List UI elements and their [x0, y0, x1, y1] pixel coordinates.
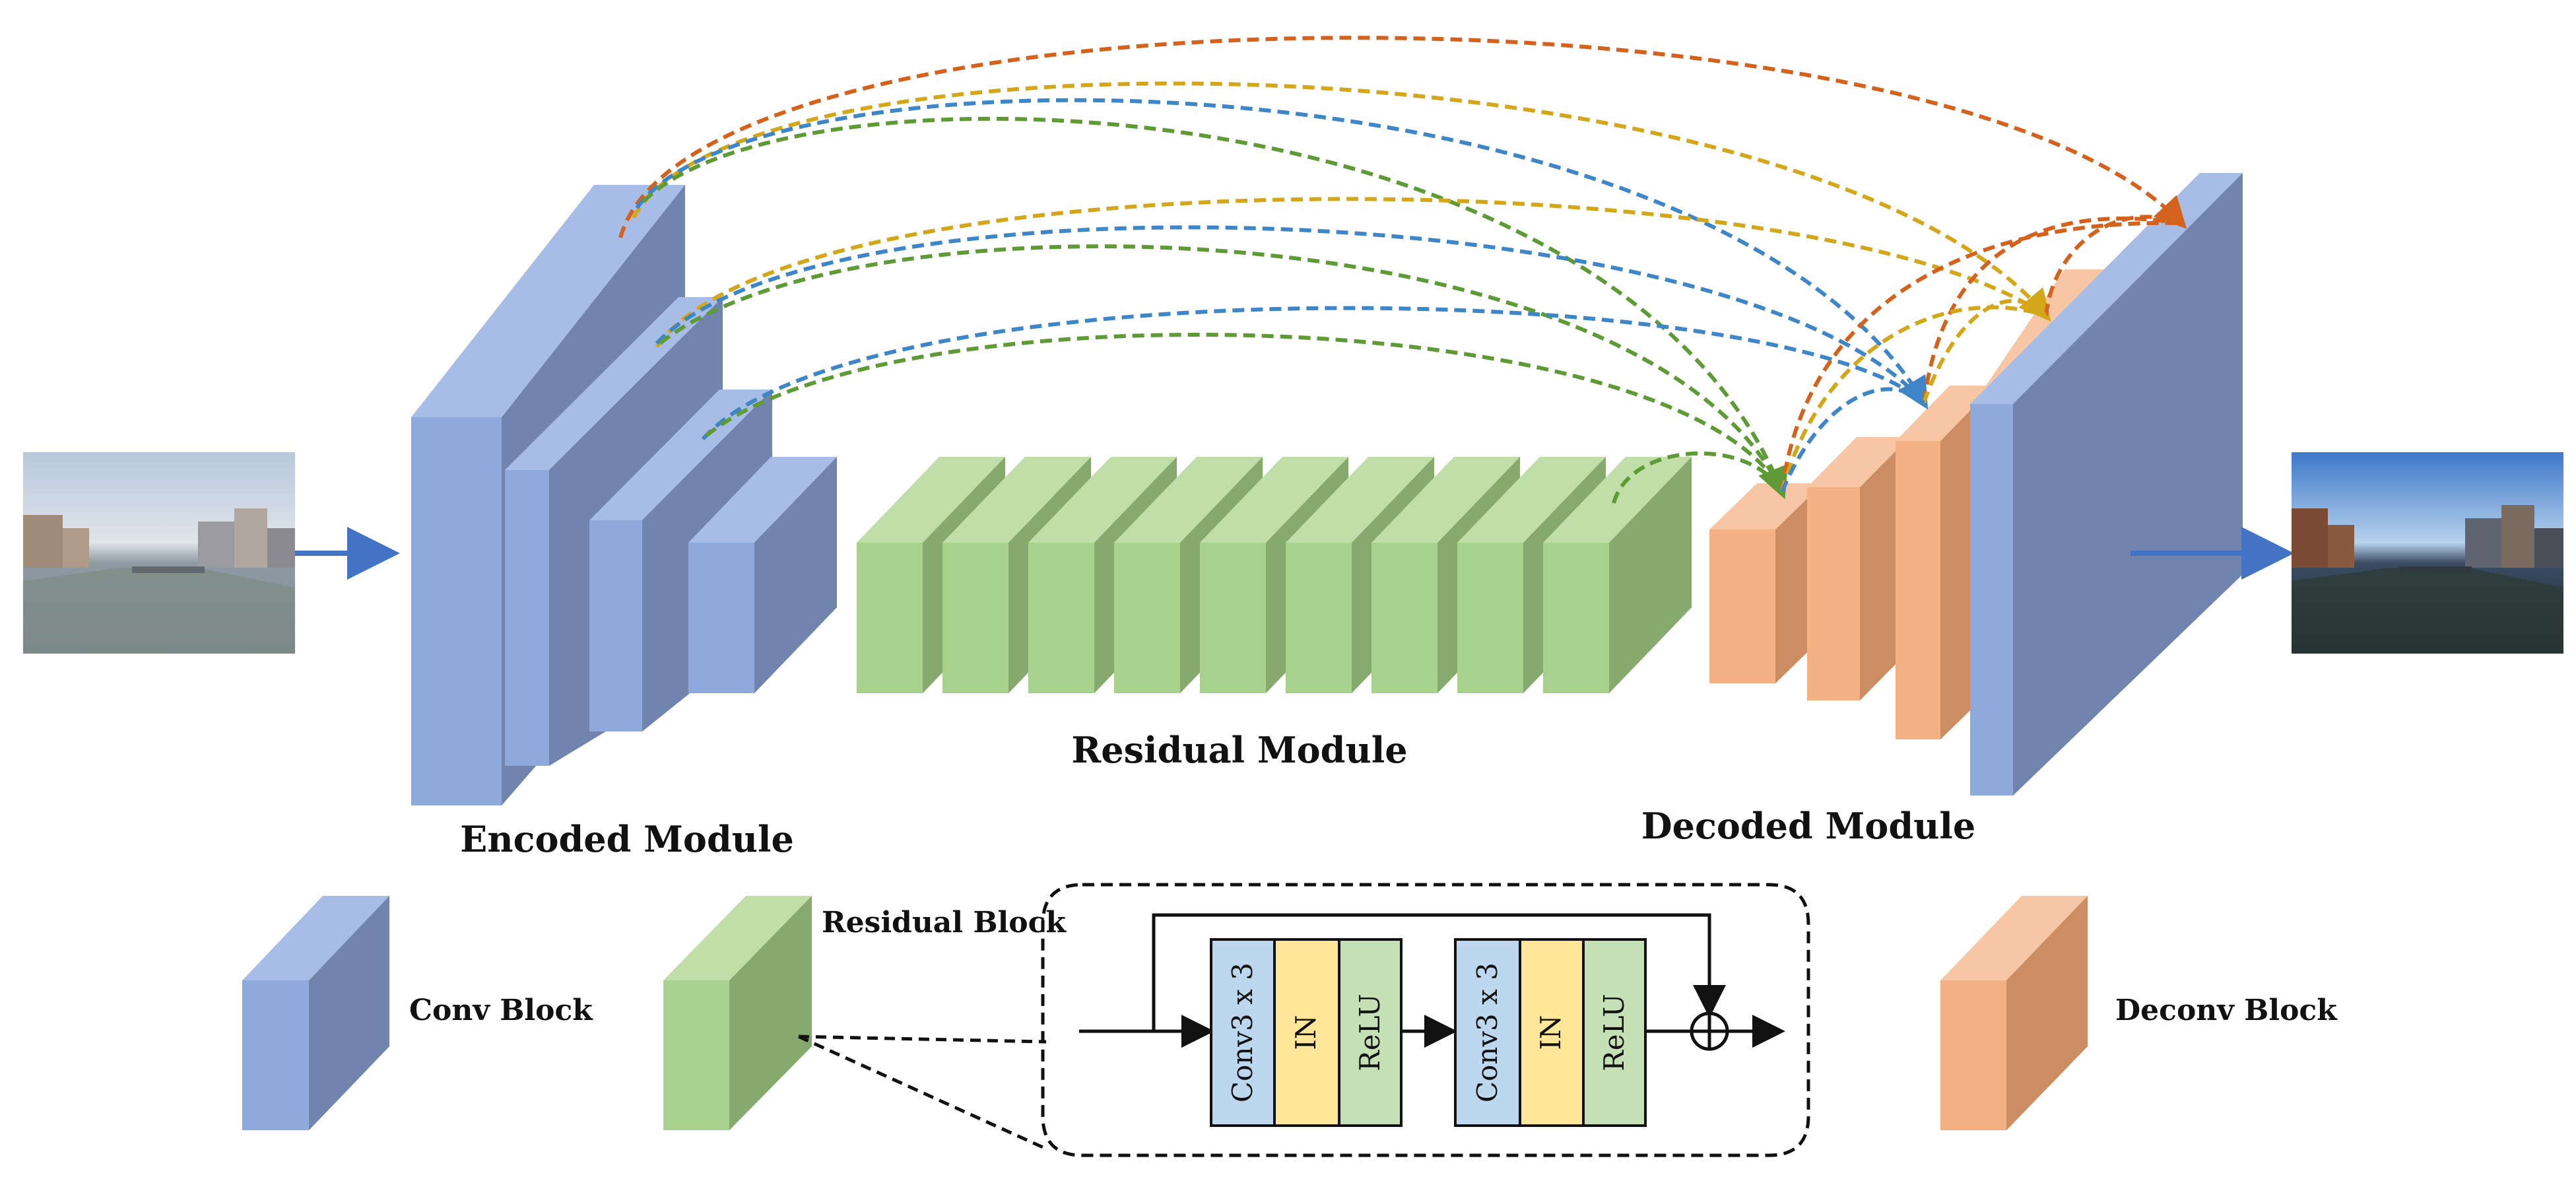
skip-green-1 — [642, 116, 1788, 500]
skip-orange-up-3 — [2044, 215, 2183, 316]
legend-conv: Conv Block — [242, 896, 593, 1130]
legend-residual-label: Residual Block — [822, 906, 1067, 939]
legend-deconv: Deconv Block — [1940, 896, 2338, 1130]
decoded-blocks — [1709, 173, 2243, 796]
legend-conv-label: Conv Block — [409, 994, 593, 1027]
cell-conv-1: Conv3 x 3 — [1226, 963, 1259, 1103]
conv-block-output — [1970, 173, 2243, 796]
skip-yellow-2 — [655, 197, 2047, 348]
skip-orange-up-2 — [1922, 216, 2182, 403]
skip-green-2 — [659, 244, 1784, 493]
cell-in-2: IN — [1535, 1015, 1567, 1050]
cell-relu-2: ReLU — [1598, 994, 1630, 1071]
skip-green-3 — [705, 333, 1784, 493]
residual-blocks — [857, 457, 1692, 693]
residual-block-9 — [1543, 457, 1692, 693]
skip-yellow-1 — [632, 81, 2051, 322]
skip-connections — [618, 36, 2187, 504]
cell-conv-2: Conv3 x 3 — [1471, 963, 1503, 1103]
cell-relu-1: ReLU — [1354, 994, 1386, 1071]
deconv-block-2 — [1807, 437, 1909, 700]
conv-block-4 — [688, 457, 837, 693]
skip-blue-3 — [701, 306, 1925, 440]
deconv-block-1 — [1709, 483, 1823, 683]
cell-group-1: Conv3 x 3 IN ReLU — [1210, 938, 1403, 1127]
legend-deconv-label: Deconv Block — [2115, 994, 2338, 1027]
skip-blue-2 — [655, 225, 1926, 404]
decoded-module-label: Decoded Module — [1641, 805, 1975, 847]
legend-residual: Residual Block — [663, 896, 1067, 1151]
skip-blue-1 — [635, 98, 1929, 410]
encoded-module-label: Encoded Module — [460, 818, 794, 860]
skip-green-4 — [1612, 451, 1784, 504]
skip-yellow-up-1 — [1780, 305, 2047, 493]
plus-circle-icon — [1690, 1011, 1729, 1051]
skip-orange-up-1 — [1780, 221, 2182, 493]
residual-module-label: Residual Module — [1071, 729, 1407, 771]
encoded-blocks — [411, 185, 837, 805]
cell-in-1: IN — [1290, 1015, 1322, 1050]
skip-blue-up-1 — [1780, 387, 1926, 493]
input-photo — [23, 452, 295, 654]
residual-block-detail: Conv3 x 3 IN ReLU Conv3 x 3 IN ReLU — [1041, 883, 1810, 1157]
skip-orange-1 — [618, 36, 2187, 238]
cell-group-2: Conv3 x 3 IN ReLU — [1454, 938, 1647, 1127]
output-photo — [2292, 452, 2563, 654]
